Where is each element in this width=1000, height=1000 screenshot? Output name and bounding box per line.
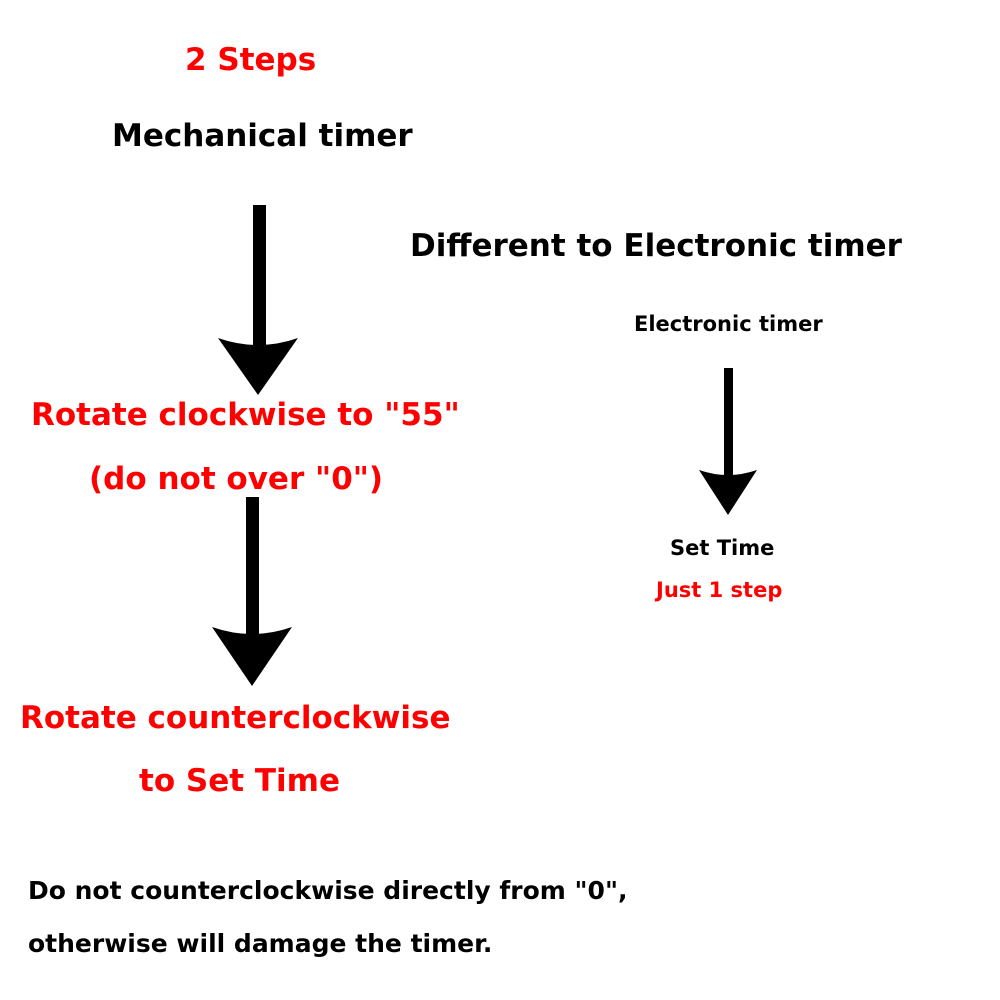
arrow-mechanical-to-step1 <box>218 205 298 395</box>
step2-to-set-time: to Set Time <box>139 763 340 799</box>
warning-line-2: otherwise will damage the timer. <box>28 929 493 958</box>
electronic-comparison-heading: Different to Electronic timer <box>410 228 902 264</box>
warning-line-1: Do not counterclockwise directly from "0… <box>28 876 628 905</box>
steps-count-title: 2 Steps <box>185 42 317 78</box>
arrow-electronic-to-settime <box>699 368 757 515</box>
electronic-just-one-step: Just 1 step <box>656 578 783 602</box>
step1-rotate-clockwise: Rotate clockwise to "55" <box>31 397 460 433</box>
electronic-set-time: Set Time <box>670 536 775 560</box>
electronic-timer-title: Electronic timer <box>634 312 823 336</box>
arrow-step1-to-step2 <box>212 497 292 686</box>
mechanical-timer-title: Mechanical timer <box>112 118 413 154</box>
step1-do-not-over-zero: (do not over "0") <box>89 461 384 497</box>
step2-rotate-counterclockwise: Rotate counterclockwise <box>20 700 451 736</box>
